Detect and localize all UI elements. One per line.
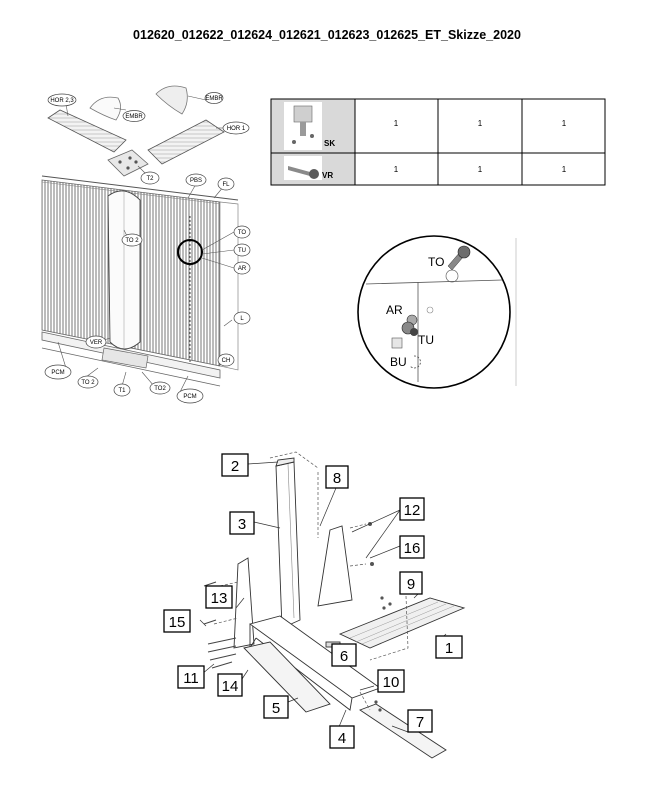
base-plate bbox=[101, 347, 149, 369]
page-title: 012620_012622_012624_012621_012623_01262… bbox=[133, 28, 521, 42]
row-vr-code: VR bbox=[322, 171, 333, 180]
label-tu: TU bbox=[238, 248, 246, 254]
top-rail-left bbox=[47, 109, 127, 153]
label-pcm-right: PCM bbox=[183, 394, 196, 400]
callout-3: 3 bbox=[238, 516, 246, 533]
parts-table: SK VR 1 1 1 1 1 1 bbox=[270, 98, 606, 186]
label-t2: T2 bbox=[146, 176, 154, 182]
callout-4: 4 bbox=[338, 730, 346, 747]
detail-view: TO AR TU BU bbox=[357, 235, 517, 389]
detail-label-ar: AR bbox=[386, 303, 403, 317]
callout-11: 11 bbox=[183, 670, 199, 687]
label-l: L bbox=[240, 316, 244, 322]
cap-left bbox=[89, 96, 121, 121]
callout-5: 5 bbox=[272, 700, 280, 717]
callout-13: 13 bbox=[211, 590, 228, 607]
left-brace bbox=[233, 557, 255, 649]
label-fl: FL bbox=[222, 182, 230, 188]
label-pbs: PBS bbox=[190, 178, 202, 184]
detail-callout-circle bbox=[177, 239, 203, 265]
top-rail-right bbox=[147, 119, 225, 165]
callout-8: 8 bbox=[333, 470, 341, 487]
label-hor23: HOR 2,3 bbox=[50, 98, 74, 104]
row-sk-code: SK bbox=[324, 139, 335, 148]
label-to2-top: TO 2 bbox=[125, 238, 139, 244]
cell-vr-2: 1 bbox=[478, 165, 483, 174]
cell-sk-2: 1 bbox=[478, 119, 483, 128]
right-brace bbox=[317, 525, 353, 607]
upright-post bbox=[275, 461, 301, 629]
label-ar: AR bbox=[238, 266, 247, 272]
label-to2-bottom-right: TO2 bbox=[154, 386, 166, 392]
callout-12: 12 bbox=[404, 502, 421, 519]
cell-vr-1: 1 bbox=[394, 165, 399, 174]
callout-9: 9 bbox=[407, 576, 415, 593]
label-hor1: HOR 1 bbox=[227, 126, 246, 132]
callout-10: 10 bbox=[383, 674, 400, 691]
cell-vr-3: 1 bbox=[562, 165, 567, 174]
label-pcm-left: PCM bbox=[51, 370, 64, 376]
callout-14: 14 bbox=[222, 678, 239, 695]
label-ver: VER bbox=[90, 340, 103, 346]
bolt-detail bbox=[447, 245, 471, 271]
t-connector bbox=[107, 149, 149, 177]
callout-2: 2 bbox=[231, 458, 239, 475]
cell-sk-3: 1 bbox=[562, 119, 567, 128]
screw-kit-icon bbox=[284, 102, 322, 150]
callout-16: 16 bbox=[404, 540, 421, 557]
cell-sk-1: 1 bbox=[394, 119, 399, 128]
label-embr-2: EMBR bbox=[205, 96, 223, 102]
label-t1: T1 bbox=[118, 388, 126, 394]
assembly-diagram: 2 8 3 12 16 9 13 15 1 6 11 14 10 5 4 7 bbox=[163, 451, 466, 759]
callout-15: 15 bbox=[169, 614, 186, 631]
exploded-view-diagram: HOR 2,3 EMBR EMBR HOR 1 T2 PBS FL TO 2 T… bbox=[41, 85, 251, 404]
label-embr-1: EMBR bbox=[125, 114, 143, 120]
base-channel bbox=[243, 641, 331, 713]
callout-7: 7 bbox=[416, 714, 424, 731]
detail-label-to: TO bbox=[428, 255, 444, 269]
bolt-icon bbox=[284, 156, 322, 180]
cap-right bbox=[155, 85, 188, 115]
detail-label-bu: BU bbox=[390, 355, 407, 369]
callout-1: 1 bbox=[445, 640, 453, 657]
callout-6: 6 bbox=[340, 648, 348, 665]
detail-label-tu: TU bbox=[418, 333, 434, 347]
bottom-strip bbox=[359, 703, 447, 759]
label-to: TO bbox=[238, 230, 247, 236]
label-ch: CH bbox=[222, 358, 231, 364]
label-to2-bottom-left: TO 2 bbox=[81, 380, 95, 386]
